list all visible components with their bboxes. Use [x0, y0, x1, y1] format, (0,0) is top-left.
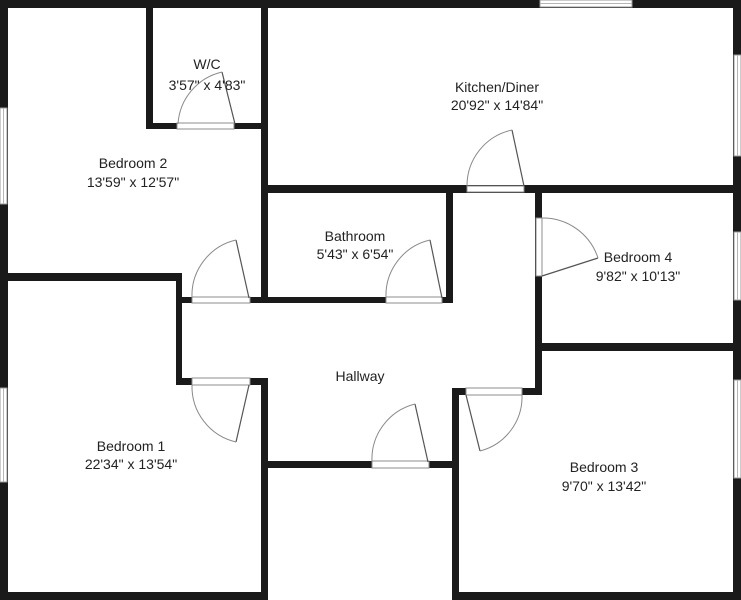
- window-right-bedroom4: [733, 231, 741, 301]
- room-bedroom-3: Bedroom 3 9'70" x 13'42": [562, 459, 647, 494]
- room-name: Hallway: [335, 368, 384, 384]
- door-wc: [176, 71, 236, 130]
- room-bedroom-2: Bedroom 2 13'59" x 12'57": [87, 155, 179, 190]
- wall-bedroom3-left: [452, 388, 459, 600]
- wall-bedroom2-bottom-right: [176, 273, 182, 303]
- room-dimensions: 9'82" x 10'13": [596, 268, 681, 284]
- room-labels: W/C 3'57" x 4'83" Kitchen/Diner 20'92" x…: [85, 56, 680, 494]
- outer-wall-top: [0, 0, 741, 8]
- room-dimensions: 13'59" x 12'57": [87, 174, 179, 190]
- room-name: Kitchen/Diner: [455, 79, 539, 95]
- wall-hallway-bedroom1-right: [261, 378, 268, 468]
- room-wc: W/C 3'57" x 4'83": [169, 56, 246, 93]
- doors: [176, 71, 599, 469]
- wall-bathroom-right: [446, 185, 453, 303]
- room-bedroom-1: Bedroom 1 22'34" x 13'54": [85, 438, 177, 472]
- door-bedroom3: [465, 387, 523, 452]
- room-dimensions: 3'57" x 4'83": [169, 77, 246, 93]
- wall-bedroom4-bottom: [535, 343, 741, 351]
- door-kitchen: [466, 129, 525, 193]
- wall-hallway-left: [176, 297, 182, 385]
- wall-bathroom-bottom: [176, 297, 452, 303]
- window-left-bedroom1: [0, 387, 8, 483]
- wall-wc-left: [146, 0, 153, 129]
- room-dimensions: 9'70" x 13'42": [562, 478, 647, 494]
- room-name: Bedroom 1: [97, 438, 166, 454]
- door-hallway-bottom: [371, 403, 430, 469]
- windows: [0, 0, 741, 483]
- wall-hallway-bottom: [261, 461, 459, 468]
- room-dimensions: 20'92" x 14'84": [451, 97, 543, 113]
- window-right-kitchen: [733, 54, 741, 157]
- window-top-kitchen: [539, 0, 633, 8]
- wall-bedroom1-right-lower: [261, 462, 268, 600]
- room-name: Bedroom 2: [99, 155, 168, 171]
- outer-wall-right-upper: [733, 0, 741, 350]
- room-dimensions: 5'43" x 6'54": [317, 246, 394, 262]
- room-kitchen-diner: Kitchen/Diner 20'92" x 14'84": [451, 79, 543, 113]
- room-dimensions: 22'34" x 13'54": [85, 456, 177, 472]
- door-bathroom: [385, 239, 443, 304]
- wall-bedroom2-bottom: [0, 273, 182, 281]
- wall-bedroom4-left: [535, 185, 542, 395]
- room-name: W/C: [193, 56, 220, 72]
- room-name: Bedroom 4: [604, 249, 673, 265]
- room-bedroom-4: Bedroom 4 9'82" x 10'13": [596, 249, 681, 284]
- outer-wall-bottom-left: [0, 592, 268, 600]
- wall-wc-right: [261, 0, 268, 303]
- room-name: Bathroom: [325, 228, 386, 244]
- window-left-bedroom2: [0, 107, 8, 205]
- door-bedroom1: [191, 377, 251, 443]
- door-bedroom4: [535, 217, 599, 277]
- room-name: Bedroom 3: [570, 459, 639, 475]
- outer-wall-bottom-right: [452, 592, 741, 600]
- window-right-bedroom3: [733, 379, 741, 479]
- door-bedroom2: [191, 239, 251, 304]
- room-hallway: Hallway: [335, 368, 384, 384]
- room-bathroom: Bathroom 5'43" x 6'54": [317, 228, 394, 262]
